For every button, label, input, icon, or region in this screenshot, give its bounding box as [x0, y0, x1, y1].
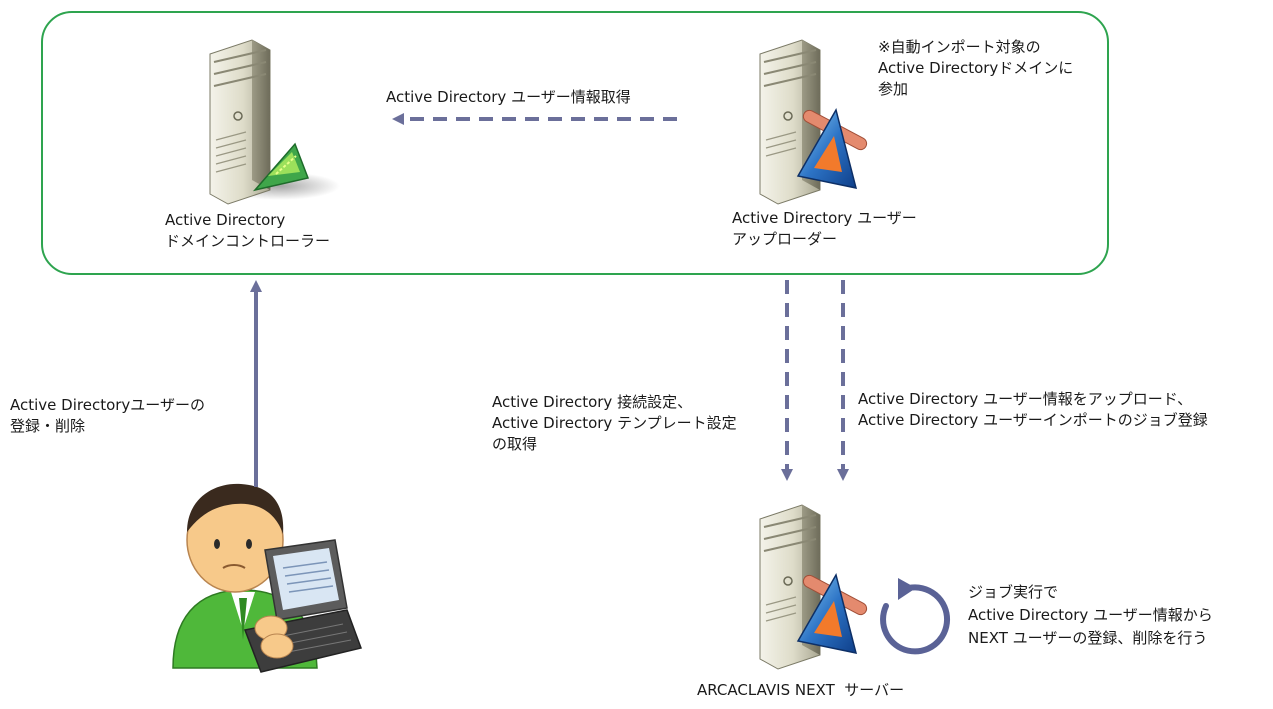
job-label-line3: NEXT ユーザーの登録、削除を行う	[968, 629, 1208, 647]
job-cycle-icon	[880, 578, 951, 655]
settings-label-line3: の取得	[492, 435, 538, 453]
domain-frame	[41, 11, 1109, 275]
top-arrow-label: Active Directory ユーザー情報取得	[386, 88, 631, 106]
note-line3: 参加	[878, 80, 909, 98]
job-label-line1: ジョブ実行で	[968, 583, 1059, 601]
next-server-icon	[759, 504, 868, 670]
admin-label-line1: Active Directoryユーザーの	[10, 396, 206, 414]
dc-label-line1: Active Directory	[165, 211, 286, 229]
uploader-label-line2: アップローダー	[732, 230, 838, 248]
upload-label-line1: Active Directory ユーザー情報をアップロード、	[858, 390, 1193, 408]
settings-label-line2: Active Directory テンプレート設定	[492, 414, 737, 432]
uploader-server-icon	[759, 39, 868, 205]
admin-label-line2: 登録・削除	[10, 417, 86, 435]
upload-label-line2: Active Directory ユーザーインポートのジョブ登録	[858, 411, 1208, 429]
domain-controller-server-icon	[209, 39, 340, 205]
settings-label-line1: Active Directory 接続設定、	[492, 393, 693, 411]
note-line2: Active Directoryドメインに	[878, 59, 1074, 77]
dc-label-line2: ドメインコントローラー	[165, 232, 331, 250]
admin-person-icon	[172, 483, 362, 673]
uploader-label-line1: Active Directory ユーザー	[732, 209, 917, 227]
next-server-label: ARCACLAVIS NEXT サーバー	[697, 681, 905, 699]
note-line1: ※自動インポート対象の	[878, 38, 1041, 56]
job-label-line2: Active Directory ユーザー情報から	[968, 606, 1213, 624]
